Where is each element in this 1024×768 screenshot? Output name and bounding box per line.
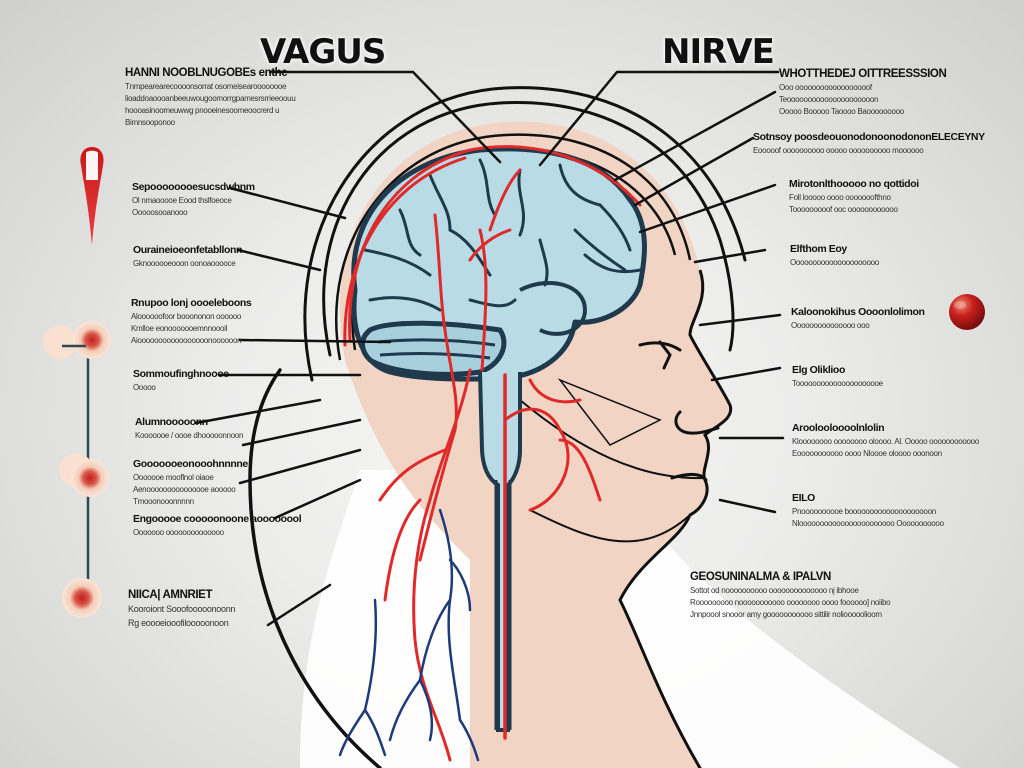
title-word-vagus: VAGUS (260, 32, 386, 72)
label-text: Tooooooooof ooc oooooooooooo (789, 205, 898, 215)
label-text: Bimnsooponoo (125, 118, 175, 128)
label-text: Ooooooo oooooooooooooo (133, 528, 224, 538)
label-heading: Engooooe cooooonoone aoooooool (133, 513, 302, 525)
arteries (343, 145, 642, 762)
nerve-node-chain-icon (43, 321, 111, 618)
label-text: Ooooo Booooo Taoooo Baooooooooo (779, 107, 904, 117)
label-heading: Rnupoo lonj oooeleboons (131, 297, 252, 309)
label-text: Tooooooooooooooooooooe (792, 379, 883, 389)
veins (338, 508, 480, 762)
label-left-1: Sepoooooooesucsdwhnm Ol nmaooooe Eood th… (132, 181, 255, 218)
label-heading: Aroolooloooolnlolin (792, 422, 885, 434)
label-heading: GEOSUNINALMA & IPALVN (690, 571, 831, 583)
label-left-0: HANNI NOOBLNUGOBEs enthe Tnmpearearecooo… (125, 66, 296, 128)
label-text: Kooroiont Sooofooooonoonn (128, 604, 236, 615)
label-text: lioaddoaoooanbeeuwougoomorrgpamesrsrriee… (125, 94, 296, 104)
label-heading: Elg Oliklioo (792, 364, 845, 376)
label-text: Nlooooooooooooooooooooooo Ooooooooooo (792, 519, 944, 529)
label-right-8: GEOSUNINALMA & IPALVN Sottot od nooooooo… (690, 570, 891, 620)
label-heading: Elfthom Eoy (790, 243, 847, 255)
label-heading: Kaloonokihus Oooonlolimon (791, 306, 925, 318)
label-text: Aiooooooooooooooooonoooooon (131, 336, 242, 346)
label-text: Eooooof oooooooooo ooooo oooooooooo mooo… (753, 146, 924, 156)
label-text: Ooooooe mooflnol oiaoe (133, 473, 214, 483)
label-right-1: Sotnsoy poosdeouonodonoonodononELECEYNY … (753, 131, 985, 156)
label-text: Kmlloe eonooooooemnnoooil (131, 324, 228, 334)
label-text: Kloooooooo oooooooo oloooo. Al. Ooooo oo… (792, 437, 979, 447)
label-right-5: Elg Oliklioo Tooooooooooooooooooooe (792, 364, 883, 389)
label-text: Ooooooooooooooo ooo (791, 321, 870, 331)
label-heading: Sotnsoy poosdeouonodonoonodononELECEYNY (753, 131, 985, 143)
label-text: Aenooooooooooooooe aooooo (133, 485, 236, 495)
label-text: Gknoooooeooon oonoaooooce (133, 259, 236, 269)
label-text: Ooooooooooooooooooooo (790, 258, 879, 268)
label-left-4: Sommoufinghnoooe Ooooo (133, 368, 229, 393)
label-text: Ooooosooanooo (132, 208, 188, 218)
label-heading: Sommoufinghnoooe (133, 368, 229, 380)
red-sphere-icon (949, 294, 985, 330)
label-heading: Gooooooeonooohnnnne (133, 458, 248, 470)
label-text: Eooooooooooo oooo Nloooe oloooo ooonoon (792, 449, 942, 459)
label-text: Sottot od noooooooooo oooooooooooooo nj … (690, 586, 859, 596)
label-text: Teooooooooooooooooooooon (779, 95, 879, 105)
label-heading: Sepoooooooesucsdwhnm (132, 181, 255, 193)
label-left-8: NIICA| AMNRIET Kooroiont Sooofooooonoonn… (128, 588, 235, 629)
label-right-7: EILO Pnoooooooooe boooooooooooooooooooon… (792, 492, 944, 529)
label-heading: NIICA| AMNRIET (128, 589, 213, 601)
label-text: Pnoooooooooe boooooooooooooooooooon (792, 507, 936, 517)
label-text: Aloooooofoor booononon oooooo (131, 312, 242, 322)
label-right-3: Elfthom Eoy Ooooooooooooooooooooo (790, 243, 879, 268)
title-word-nirve: NIRVE (662, 32, 775, 72)
red-drop-pin-icon (80, 147, 104, 245)
label-heading: WHOTTHEDEJ OITTREESSSION (779, 68, 947, 80)
label-heading: Alumnooooonn (135, 416, 208, 428)
label-text: hoooasinoomeuwwg pnooeinesoomeoocrerd u (125, 106, 280, 116)
label-left-3: Rnupoo lonj oooeleboons Aloooooofoor boo… (131, 297, 252, 346)
label-left-7: Engooooe cooooonoone aoooooool Ooooooo o… (133, 513, 302, 538)
label-left-2: Ouraineioeonfetabllonn Gknoooooeooon oon… (133, 244, 242, 269)
label-right-2: Mirotonlthooooo no qottidoi Foll looooo … (789, 178, 919, 215)
label-right-4: Kaloonokihus Oooonlolimon Oooooooooooooo… (791, 306, 925, 331)
callout-lines (194, 70, 785, 627)
label-heading: Mirotonlthooooo no qottidoi (789, 178, 919, 190)
label-text: Ooo oooooooooooooooooof (779, 83, 872, 93)
label-heading: HANNI NOOBLNUGOBEs enthe (125, 67, 288, 79)
label-text: Tnmpearearecoooonsorrat osomeisearoooooo… (125, 82, 287, 92)
label-text: Ooooo (133, 383, 156, 393)
label-heading: EILO (792, 492, 815, 504)
label-left-5: Alumnooooonn Kooooooe / oooe dhooooonnoo… (135, 416, 243, 441)
label-text: Tmooonooonnnnn (133, 497, 194, 507)
label-right-0: WHOTTHEDEJ OITTREESSSION Ooo ooooooooooo… (779, 67, 947, 117)
label-text: Rg eoooeiooofilooooonoon (128, 617, 229, 628)
label-text: Jnnpoool snooor amy gooooooooooo sittili… (690, 610, 882, 620)
label-heading: Ouraineioeonfetabllonn (133, 244, 243, 256)
label-text: Rooooooooo nooooooooooo oooooooo oooo fo… (690, 598, 891, 608)
label-text: Ol nmaooooe Eood thslfoeoce (132, 196, 232, 206)
label-text: Kooooooe / oooe dhooooonnoon (135, 431, 244, 441)
label-right-6: Aroolooloooolnlolin Kloooooooo oooooooo … (792, 422, 979, 459)
label-left-6: Gooooooeonooohnnnne Ooooooe mooflnol oia… (133, 458, 248, 507)
label-text: Foll looooo oooo ooooooofthno (789, 193, 891, 203)
